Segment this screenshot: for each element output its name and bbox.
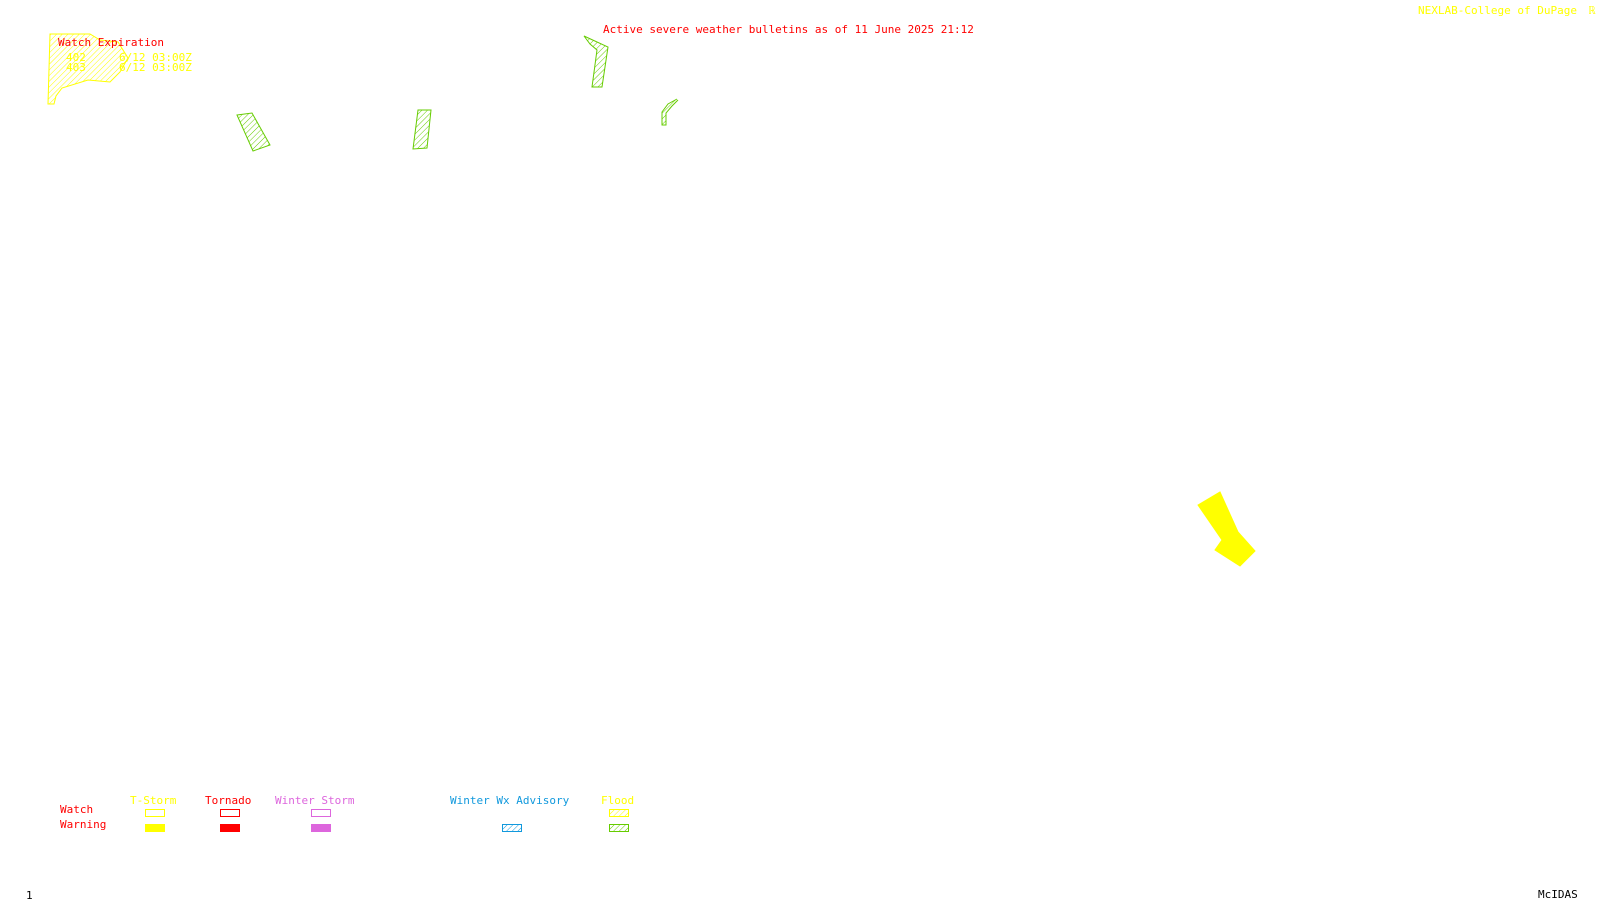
tstorm-watch-area	[47, 33, 129, 105]
watch-expires: 6/12 03:00Z	[119, 61, 192, 74]
legend-flood-warning-swatch	[609, 824, 629, 832]
legend-tstorm-label: T-Storm	[130, 794, 177, 807]
legend-winter-storm-label: Winter Storm	[275, 794, 355, 807]
watch-expiration-row: 403 6/12 03:00Z	[66, 61, 192, 74]
legend-row-warning: Warning	[60, 818, 107, 831]
legend-tstorm-watch-swatch	[145, 809, 165, 817]
legend-flood-label: Flood	[601, 794, 635, 807]
legend-tornado-watch-swatch	[220, 809, 240, 817]
nexlab-logo-icon: ℝ	[1589, 4, 1596, 17]
watch-expiration-title: Watch Expiration	[58, 36, 164, 49]
flood-warning-polygon	[236, 112, 271, 152]
legend-winter-storm-warning-swatch	[311, 824, 331, 832]
legend-tornado-label: Tornado	[205, 794, 252, 807]
software-label: McIDAS	[1538, 888, 1578, 901]
tstorm-warning-polygon	[1197, 491, 1256, 567]
flood-warning-polygon	[583, 35, 609, 88]
legend-winter-storm-watch-swatch	[311, 809, 331, 817]
legend-winter-advisory-label: Winter Wx Advisory	[450, 794, 570, 807]
frame-number: 1	[26, 889, 33, 902]
credit-text: NEXLAB-College of DuPage	[1418, 4, 1577, 17]
watch-expiration-row: 402 6/12 03:00Z	[66, 51, 192, 64]
legend-row-watch: Watch	[60, 803, 94, 816]
legend-tornado-warning-swatch	[220, 824, 240, 832]
flood-warning-polygon	[661, 98, 679, 126]
watch-id: 403	[66, 61, 86, 74]
watch-id: 402	[66, 51, 86, 64]
watch-expires: 6/12 03:00Z	[119, 51, 192, 64]
legend-winter-advisory-warning-swatch	[502, 824, 522, 832]
legend-flood-watch-swatch	[609, 809, 629, 817]
page-title: Active severe weather bulletins as of 11…	[603, 23, 974, 36]
legend-tstorm-warning-swatch	[145, 824, 165, 832]
flood-warning-polygon	[412, 109, 432, 150]
